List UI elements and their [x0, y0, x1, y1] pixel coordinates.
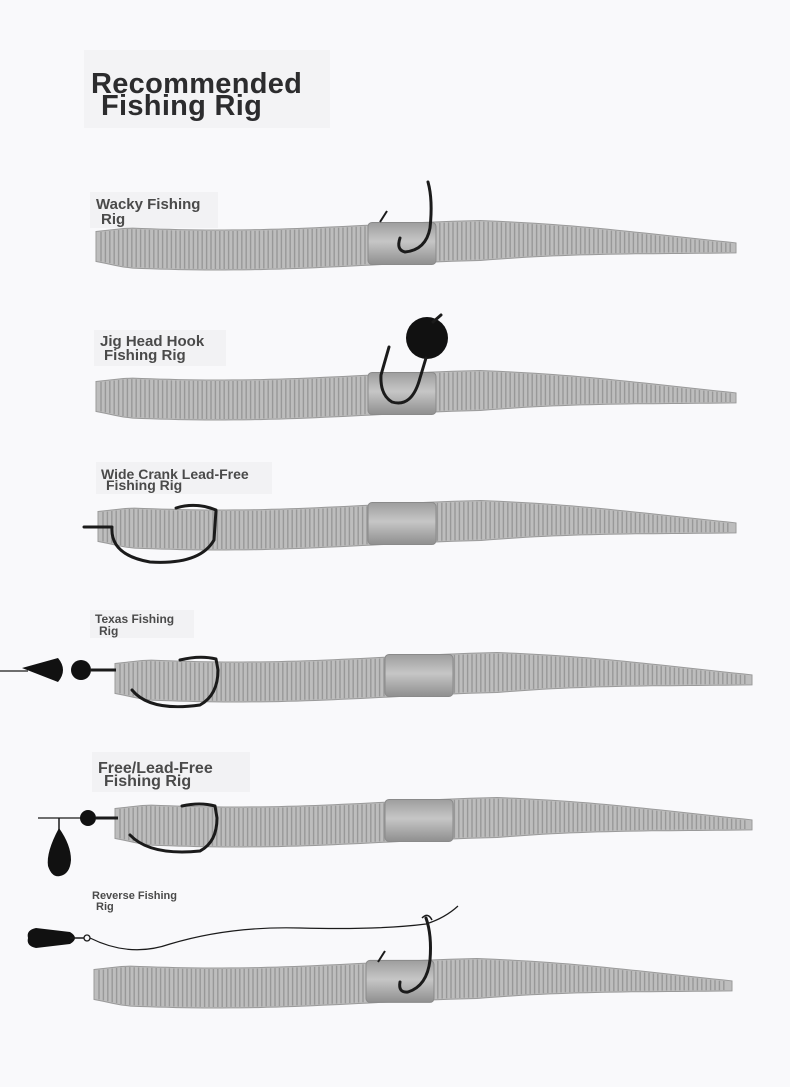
hook-barb-icon [379, 210, 388, 223]
bullet-weight-icon [22, 658, 63, 682]
worm [114, 796, 753, 848]
worm [93, 957, 733, 1009]
worm-rings [119, 653, 746, 701]
knot-icon [421, 914, 433, 921]
tackle-layer [0, 180, 459, 994]
rig-label-background [90, 192, 218, 228]
rig-label-reverse-line2: Rig [96, 901, 114, 913]
worm [95, 219, 737, 271]
rig-label-wacky-line1: Wacky Fishing [96, 196, 201, 213]
rig-label-background [94, 330, 226, 366]
rig-label-freeleadfree-line2: Fishing Rig [104, 773, 192, 790]
worm [95, 369, 737, 421]
worm-band [367, 371, 437, 415]
fishing-line-icon [89, 905, 459, 951]
page-title-line2: Fishing Rig [101, 90, 263, 122]
rig-label-background [96, 462, 272, 494]
worm-band [384, 653, 454, 697]
rig-label-texas-line2: Rig [99, 624, 119, 638]
rig-label-jighead-line1: Jig Head Hook [100, 333, 205, 350]
swivel-ring-icon [83, 934, 91, 942]
texas-hook-icon [130, 655, 220, 709]
rig-label-texas-line1: Texas Fishing [95, 612, 175, 626]
jig-eye-icon [431, 313, 443, 324]
worm-rings [100, 371, 731, 419]
worm-rings [100, 221, 731, 269]
bead-icon [80, 810, 96, 826]
rig-label-wacky-line2: Rig [101, 211, 126, 228]
rig-label-background [92, 752, 250, 792]
jig-head-weight-icon [406, 317, 448, 359]
hook-barb-icon [377, 950, 386, 963]
rig-label-reverse-line1: Reverse Fishing [92, 890, 177, 902]
jig-hook-icon [379, 345, 428, 405]
rig-label-widecrank-line2: Fishing Rig [106, 477, 183, 493]
wacky-hook-icon [397, 180, 433, 254]
title-panel [84, 50, 330, 128]
rig-label-widecrank-line1: Wide Crank Lead-Free [101, 466, 249, 482]
drop-weight-icon [47, 828, 71, 877]
drop-weight-icon [27, 928, 76, 948]
rig-label-jighead-line2: Fishing Rig [104, 347, 186, 364]
wide-crank-hook-icon [82, 503, 218, 564]
free-rig-hook-icon [128, 802, 219, 854]
bead-icon [71, 660, 91, 680]
worm [114, 651, 753, 703]
worm [97, 499, 737, 551]
worm-layer [93, 219, 753, 1009]
worm-band [367, 221, 437, 265]
worm-band [384, 798, 454, 842]
worm-rings [98, 959, 725, 1007]
worm-rings [119, 798, 746, 846]
page-title-line1: Recommended [91, 68, 303, 100]
rig-label-background [90, 610, 194, 638]
worm-band [367, 502, 437, 546]
rig-label-freeleadfree-line1: Free/Lead-Free [98, 760, 213, 777]
reverse-rig-hook-icon [398, 916, 432, 994]
